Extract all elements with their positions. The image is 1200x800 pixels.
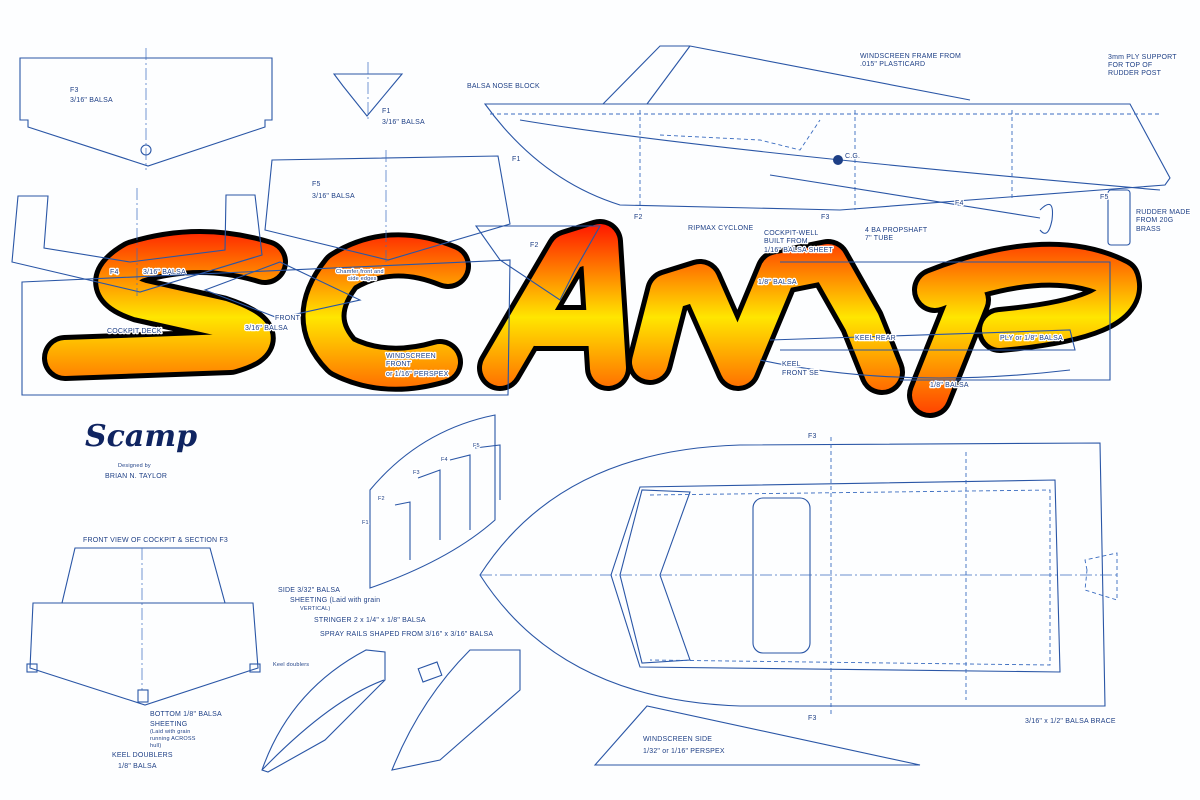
cockpit-well-3: 1/16" BALSA SHEET — [764, 247, 833, 254]
rudder-3: BRASS — [1136, 226, 1161, 233]
iso-f3: F3 — [413, 470, 420, 476]
former-f3: F3 3/16" BALSA — [19, 48, 273, 170]
plan-title: Scamp — [85, 419, 197, 454]
windscreen-frame-2: .015" PLASTICARD — [860, 61, 925, 68]
station-f5: F5 — [1100, 194, 1109, 201]
cockpit-well-2: BUILT FROM — [764, 238, 808, 245]
keel-front-2: FRONT SE — [782, 370, 819, 377]
station-f1: F1 — [512, 156, 521, 163]
f1-label: F1 — [382, 108, 391, 115]
windscreen-front-3: or 1/16" PERSPEX — [386, 371, 449, 378]
front-material: 3/16" BALSA — [245, 325, 288, 332]
bottom-sheeting-2: SHEETING — [150, 721, 187, 728]
rudder-1: RUDDER MADE — [1136, 209, 1190, 216]
station-f3: F3 — [821, 214, 830, 221]
side-sheeting-2: SHEETING (Laid with grain — [290, 597, 380, 604]
iso-f4: F4 — [441, 457, 448, 463]
former-f1: F1 3/16" BALSA — [332, 62, 426, 127]
designer-name: BRIAN N. TAYLOR — [105, 473, 167, 480]
brace-label: 3/16" x 1/2" BALSA BRACE — [1025, 718, 1116, 725]
front-label: FRONT — [275, 315, 301, 322]
windscreen-frame-1: WINDSCREEN FRAME FROM — [860, 53, 961, 60]
station-f2: F2 — [634, 214, 643, 221]
front-deck-pieces: Chamfer front and side edges FRONT 3/16"… — [21, 225, 601, 396]
keel-rear-label: KEEL REAR — [855, 335, 896, 342]
keel-balsa-b: 1/8" BALSA — [930, 382, 969, 389]
windscreen-front-1: WINDSCREEN — [386, 353, 436, 360]
former-f5: F5 3/16" BALSA — [264, 150, 511, 262]
motor-label: RIPMAX CYCLONE — [688, 225, 754, 232]
ply-or-balsa-label: PLY or 1/8" BALSA — [1000, 335, 1063, 342]
side-view: BALSA NOSE BLOCK WINDSCREEN FRAME FROM .… — [466, 45, 1192, 255]
designed-by: Designed by — [118, 463, 151, 469]
chamfer-note-2: side edges — [348, 276, 377, 282]
stringer-label: STRINGER 2 x 1/4" x 1/8" BALSA — [314, 617, 426, 624]
f5-material: 3/16" BALSA — [312, 193, 355, 200]
side-sheeting-3: VERTICAL) — [300, 606, 330, 612]
rudder-2: FROM 20G — [1136, 217, 1173, 224]
ply-support-2: FOR TOP OF — [1108, 62, 1152, 69]
windscreen-front-2: FRONT — [386, 361, 412, 368]
propshaft-2: 7" TUBE — [865, 235, 893, 242]
propshaft-1: 4 BA PROPSHAFT — [865, 227, 928, 234]
spray-rails-label: SPRAY RAILS SHAPED FROM 3/16" x 3/16" BA… — [320, 631, 493, 638]
keel-front-1: KEEL — [782, 361, 801, 368]
ply-support-1: 3mm PLY SUPPORT — [1108, 54, 1177, 61]
bottom-sheeting-3: (Laid with grain — [150, 729, 191, 735]
front-view-section: FRONT VIEW OF COCKPIT & SECTION F3 SIDE … — [26, 536, 494, 771]
station-f4: F4 — [955, 200, 964, 207]
cockpit-well-1: COCKPIT-WELL — [764, 230, 819, 237]
f2-label: F2 — [530, 242, 539, 249]
scamp-logo — [42, 219, 1142, 418]
keel-doublers-2: 1/8" BALSA — [118, 763, 157, 770]
f3-label: F3 — [70, 87, 79, 94]
front-view-heading: FRONT VIEW OF COCKPIT & SECTION F3 — [83, 537, 228, 544]
bottom-sheeting-5: hull) — [150, 743, 161, 749]
keel-parts: 1/8" BALSA KEEL REAR PLY or 1/8" BALSA K… — [757, 261, 1111, 390]
windscreen-side-2: 1/32" or 1/16" PERSPEX — [643, 748, 725, 755]
isometric-frame-view: F1 F2 F3 F4 F5 — [361, 414, 501, 589]
iso-f2: F2 — [378, 496, 385, 502]
section-mark-top: F3 — [808, 433, 817, 440]
bottom-sheeting-4: running ACROSS — [150, 736, 196, 742]
iso-keel-doublers: Keel doublers — [273, 662, 309, 668]
section-mark-bottom: F3 — [808, 715, 817, 722]
bottom-sheeting-1: BOTTOM 1/8" BALSA — [150, 711, 222, 718]
chamfer-note-1: Chamfer front and — [336, 269, 384, 275]
iso-f1: F1 — [362, 520, 369, 526]
f4-material: 3/16" BALSA — [143, 269, 186, 276]
cg-label: C.G. — [845, 153, 860, 160]
f4-label: F4 — [110, 269, 119, 276]
keel-doublers-1: KEEL DOUBLERS — [112, 752, 173, 759]
f1-material: 3/16" BALSA — [382, 119, 425, 126]
iso-f5: F5 — [473, 443, 480, 449]
nose-block-label: BALSA NOSE BLOCK — [467, 83, 540, 90]
keel-balsa-a: 1/8" BALSA — [758, 279, 797, 286]
ply-support-3: RUDDER POST — [1108, 70, 1162, 77]
side-sheeting-1: SIDE 3/32" BALSA — [278, 587, 340, 594]
plan-view: F3 F3 WINDSCREEN SIDE 1/32" or 1/16" PER… — [479, 432, 1120, 766]
isometric-hull-views: Keel doublers — [261, 649, 521, 773]
windscreen-side-1: WINDSCREEN SIDE — [643, 736, 712, 743]
former-f4: F4 3/16" BALSA — [11, 188, 263, 296]
cockpit-deck-label: COCKPIT DECK — [107, 328, 162, 335]
f5-label: F5 — [312, 181, 321, 188]
f3-material: 3/16" BALSA — [70, 97, 113, 104]
